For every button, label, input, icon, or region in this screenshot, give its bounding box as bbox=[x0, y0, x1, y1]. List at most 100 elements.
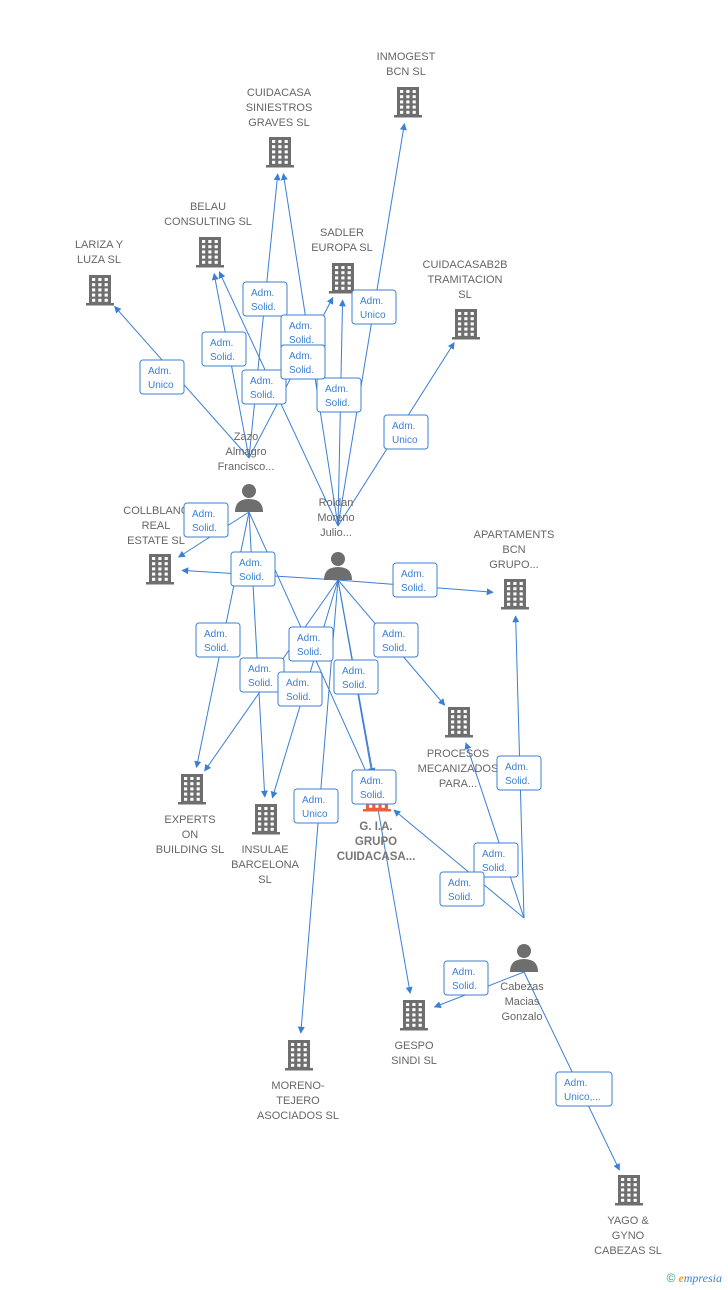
svg-text:Adm.Solid.: Adm.Solid. bbox=[289, 351, 314, 376]
edge-role-label[interactable]: Adm.Solid. bbox=[277, 671, 323, 707]
person-icon bbox=[324, 552, 352, 580]
relation-edge bbox=[393, 809, 525, 919]
svg-text:Adm.Solid.: Adm.Solid. bbox=[286, 678, 311, 703]
edge-role-label[interactable]: Adm.Solid. bbox=[242, 281, 288, 317]
edge-role-label[interactable]: Adm.Solid. bbox=[241, 369, 287, 405]
svg-text:Adm.Solid.: Adm.Solid. bbox=[250, 376, 275, 401]
building-icon bbox=[329, 263, 357, 294]
edge-role-label[interactable]: Adm.Solid. bbox=[351, 769, 397, 805]
relation-edge bbox=[523, 971, 620, 1171]
svg-text:Adm.Solid.: Adm.Solid. bbox=[297, 633, 322, 658]
building-icon bbox=[501, 579, 529, 610]
svg-text:Adm.Solid.: Adm.Solid. bbox=[239, 558, 264, 583]
edge-role-label[interactable]: Adm.Solid. bbox=[316, 377, 362, 413]
edge-role-label[interactable]: Adm.Solid. bbox=[443, 960, 489, 996]
edge-role-label[interactable]: Adm.Solid. bbox=[195, 622, 241, 658]
edge-role-label[interactable]: Adm.Solid. bbox=[496, 755, 542, 791]
edge-role-label[interactable]: Adm.Solid. bbox=[473, 842, 519, 878]
brand-logo-initial: e bbox=[678, 1271, 684, 1285]
svg-text:Adm.Solid.: Adm.Solid. bbox=[210, 338, 235, 363]
edge-role-label[interactable]: Adm.Solid. bbox=[333, 659, 379, 695]
svg-text:Adm.Solid.: Adm.Solid. bbox=[382, 629, 407, 654]
edge-role-label[interactable]: Adm.Unico,... bbox=[555, 1071, 613, 1107]
edge-role-label[interactable]: Adm.Solid. bbox=[280, 314, 326, 350]
brand-name: mpresia bbox=[683, 1271, 722, 1285]
svg-text:Adm.Unico: Adm.Unico bbox=[148, 366, 174, 391]
edge-role-label[interactable]: Adm.Unico bbox=[293, 788, 339, 824]
relation-edge bbox=[464, 742, 525, 919]
edge-role-label[interactable]: Adm.Unico bbox=[351, 289, 397, 325]
svg-text:Adm.Unico,...: Adm.Unico,... bbox=[564, 1078, 601, 1103]
edge-role-label[interactable]: Adm.Solid. bbox=[373, 622, 419, 658]
person-icon bbox=[510, 944, 538, 972]
building-icon bbox=[615, 1175, 643, 1206]
svg-text:Adm.Solid.: Adm.Solid. bbox=[192, 509, 217, 534]
person-icon bbox=[235, 484, 263, 512]
edge-role-label[interactable]: Adm.Solid. bbox=[288, 626, 334, 662]
svg-text:Adm.Solid.: Adm.Solid. bbox=[360, 776, 385, 801]
svg-text:Adm.Solid.: Adm.Solid. bbox=[452, 967, 477, 992]
edge-role-label[interactable]: Adm.Unico bbox=[383, 414, 429, 450]
building-icon bbox=[86, 275, 114, 306]
svg-text:Adm.Unico: Adm.Unico bbox=[392, 421, 418, 446]
copyright-icon: © bbox=[666, 1271, 676, 1285]
edge-role-label[interactable]: Adm.Solid. bbox=[201, 331, 247, 367]
building-icon bbox=[252, 804, 280, 835]
edge-role-label[interactable]: Adm.Solid. bbox=[230, 551, 276, 587]
svg-text:Adm.Solid.: Adm.Solid. bbox=[289, 321, 314, 346]
svg-text:Adm.Solid.: Adm.Solid. bbox=[325, 384, 350, 409]
building-icon bbox=[266, 137, 294, 168]
svg-text:Adm.Solid.: Adm.Solid. bbox=[505, 762, 530, 787]
svg-text:Adm.Solid.: Adm.Solid. bbox=[401, 569, 426, 594]
edge-role-label[interactable]: Adm.Solid. bbox=[239, 657, 285, 693]
building-icon bbox=[178, 774, 206, 805]
edge-role-label[interactable]: Adm.Solid. bbox=[392, 562, 438, 598]
edge-role-label[interactable]: Adm.Unico bbox=[139, 359, 185, 395]
edge-role-label[interactable]: Adm.Solid. bbox=[439, 871, 485, 907]
svg-text:Adm.Solid.: Adm.Solid. bbox=[482, 849, 507, 874]
building-icon bbox=[400, 1000, 428, 1031]
svg-text:Adm.Solid.: Adm.Solid. bbox=[448, 878, 473, 903]
edge-role-label[interactable]: Adm.Solid. bbox=[183, 502, 229, 538]
building-icon bbox=[394, 87, 422, 118]
svg-text:Adm.Unico: Adm.Unico bbox=[302, 795, 328, 820]
svg-text:Adm.Solid.: Adm.Solid. bbox=[251, 288, 276, 313]
building-icon bbox=[452, 309, 480, 340]
edge-role-label[interactable]: Adm.Solid. bbox=[280, 344, 326, 380]
building-icon bbox=[196, 237, 224, 268]
